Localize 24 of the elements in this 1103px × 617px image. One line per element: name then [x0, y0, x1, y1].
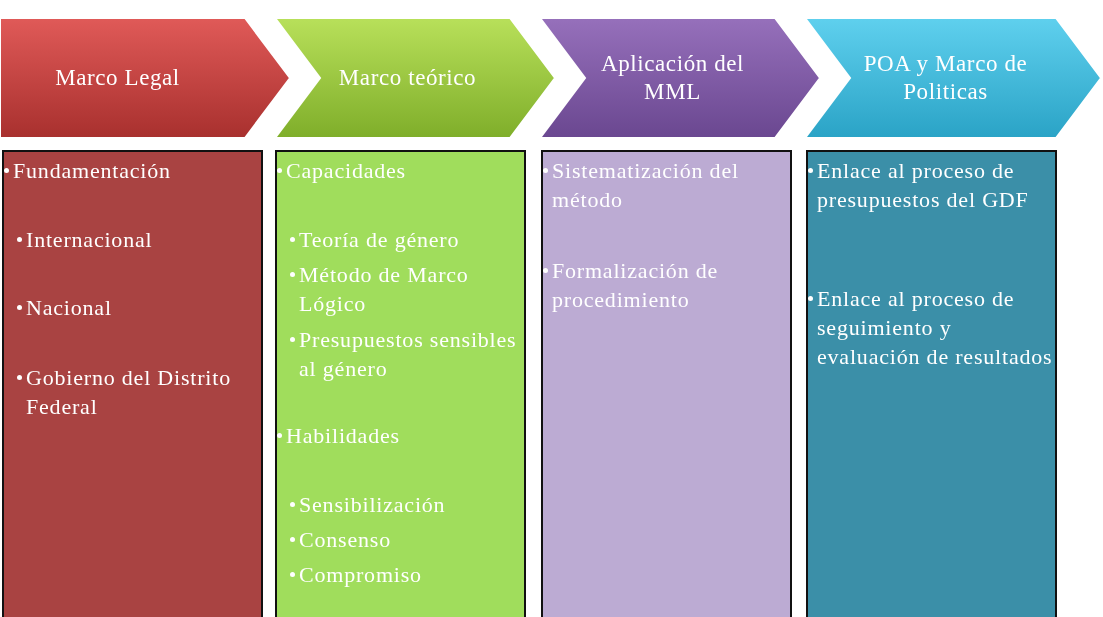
- bullet-item: Enlace al proceso de presupuestos del GDF: [817, 158, 1029, 212]
- content-column: [806, 150, 1057, 617]
- bullet-item: Consenso: [299, 527, 391, 552]
- bullet-item: Habilidades: [286, 423, 400, 448]
- bullet-item: Gobierno del Distrito Federal: [26, 365, 231, 419]
- stage-title: Marco Legal: [55, 64, 180, 92]
- bullet-item: Presupuestos sensibles al género: [299, 327, 517, 381]
- bullet-item: Sensibilización: [299, 492, 446, 517]
- bullet-item: Fundamentación: [13, 158, 171, 183]
- bullet-item: Método de Marco Lógico: [299, 262, 469, 316]
- stage-title: Aplicación del MML: [599, 50, 746, 106]
- content-column: [2, 150, 263, 617]
- bullet-item: Nacional: [26, 295, 112, 320]
- bullet-item: Formalización de procedimiento: [552, 258, 719, 312]
- bullet-item: Enlace al proceso de seguimiento y evaluación de resultados: [817, 286, 1053, 369]
- content-column: [541, 150, 792, 617]
- bullet-item: Internacional: [26, 227, 153, 252]
- bullet-item: Capacidades: [286, 158, 406, 183]
- bullet-item: Teoría de género: [299, 227, 460, 252]
- bullet-item: Sistematización del método: [552, 158, 739, 212]
- bullet-item: Compromiso: [299, 562, 422, 587]
- content-column: [275, 150, 526, 617]
- stage-title: POA y Marco de Politicas: [862, 50, 1029, 106]
- stage-title: Marco teórico: [338, 64, 477, 92]
